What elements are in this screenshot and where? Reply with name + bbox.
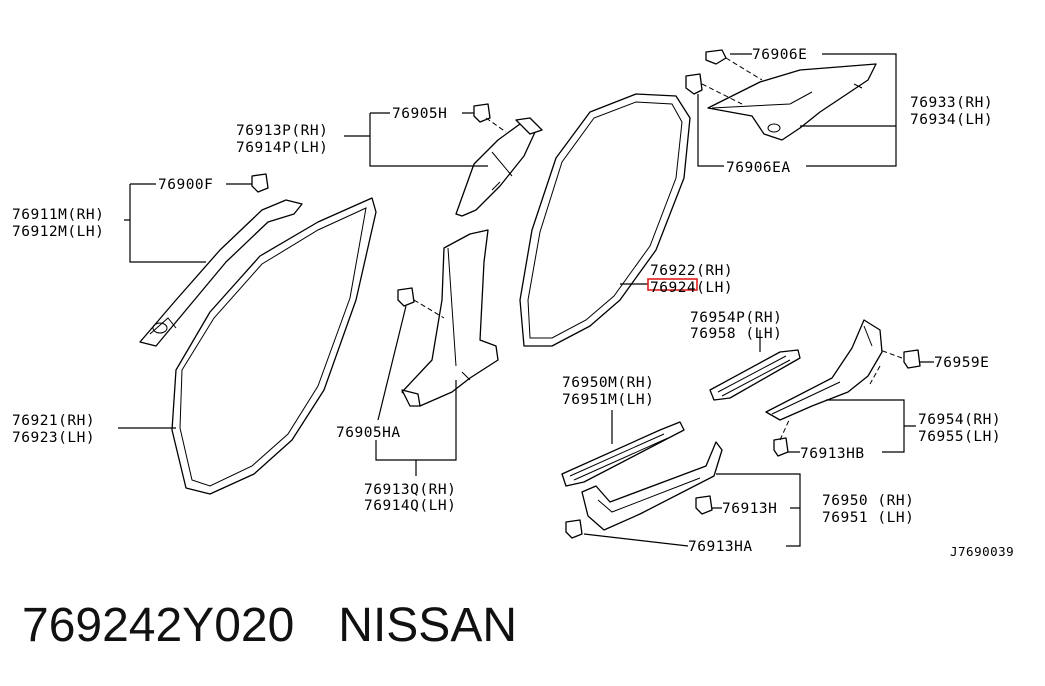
callout-lines <box>788 361 934 453</box>
clip-76906EA-part[interactable] <box>685 73 703 95</box>
label-76922: 76922(RH) <box>650 263 733 279</box>
callout-lines <box>344 112 488 167</box>
callout-lines <box>697 53 897 167</box>
callout-lines <box>124 183 252 263</box>
label-76958: 76958 (LH) <box>690 326 782 342</box>
pillar-lower-trim-part[interactable] <box>401 229 499 407</box>
label-76912M: 76912M(LH) <box>12 224 104 240</box>
front-sill-trim-part[interactable] <box>581 441 723 531</box>
rear-sill-trim-part[interactable] <box>765 319 883 421</box>
label-76914Q: 76914Q(LH) <box>364 498 456 514</box>
clip-76905H-part[interactable] <box>473 103 491 123</box>
leader-dash <box>869 349 903 385</box>
label-76954: 76954(RH) <box>918 412 1001 428</box>
label-76924: 76924(LH) <box>650 280 733 296</box>
label-76913P: 76913P(RH) <box>236 123 328 139</box>
brand-name: NISSAN <box>338 599 517 652</box>
label-76951M: 76951M(LH) <box>562 392 654 408</box>
part-caption: 769242Y020 NISSAN <box>22 598 517 653</box>
label-76905H: 76905H <box>392 106 447 122</box>
label-76900F: 76900F <box>158 177 213 193</box>
front-kick-plate-part[interactable] <box>561 421 685 487</box>
clip-76913H-part[interactable] <box>695 495 713 515</box>
leader-dash <box>485 117 507 133</box>
clip-76906E-part[interactable] <box>705 49 727 65</box>
clip-76913HA-part[interactable] <box>565 519 583 539</box>
part-number: 769242Y020 <box>22 599 295 652</box>
label-76906EA: 76906EA <box>726 160 791 176</box>
label-76934: 76934(LH) <box>910 112 993 128</box>
label-76951: 76951 (LH) <box>822 510 914 526</box>
callout-lines <box>375 305 457 476</box>
label-76955: 76955(LH) <box>918 429 1001 445</box>
label-76921: 76921(RH) <box>12 413 95 429</box>
label-76913Q: 76913Q(RH) <box>364 482 456 498</box>
label-76905HA: 76905HA <box>336 425 401 441</box>
label-76950M: 76950M(RH) <box>562 375 654 391</box>
leader-dash <box>725 57 763 81</box>
clip-76905HA-part[interactable] <box>397 287 415 307</box>
front-door-weatherstrip-part[interactable] <box>171 197 377 495</box>
leader-dash <box>779 417 791 441</box>
label-76959E: 76959E <box>934 355 989 371</box>
label-76913HA: 76913HA <box>688 539 753 555</box>
label-76923: 76923(LH) <box>12 430 95 446</box>
rear-kick-plate-part[interactable] <box>709 349 801 401</box>
front-pillar-trim-part[interactable] <box>139 199 303 347</box>
label-76913HB: 76913HB <box>800 446 865 462</box>
label-76933: 76933(RH) <box>910 95 993 111</box>
label-76914P: 76914P(LH) <box>236 140 328 156</box>
label-76911M: 76911M(RH) <box>12 207 104 223</box>
leader-dash <box>413 299 445 319</box>
label-76950: 76950 (RH) <box>822 493 914 509</box>
label-76954P: 76954P(RH) <box>690 310 782 326</box>
clip-76913HB-part[interactable] <box>773 437 789 457</box>
drawing-code: J7690039 <box>950 544 1014 559</box>
label-76913H: 76913H <box>722 501 777 517</box>
label-76906E: 76906E <box>752 47 807 63</box>
rear-pillar-trim-part[interactable] <box>707 63 877 141</box>
clip-76900F-part[interactable] <box>251 173 269 193</box>
clip-76959E-part[interactable] <box>903 349 921 369</box>
highlighted-part-number-box <box>647 278 698 291</box>
callout-lines <box>583 473 801 547</box>
rear-door-weatherstrip-part[interactable] <box>519 93 691 347</box>
pillar-upper-trim-part[interactable] <box>455 117 543 217</box>
